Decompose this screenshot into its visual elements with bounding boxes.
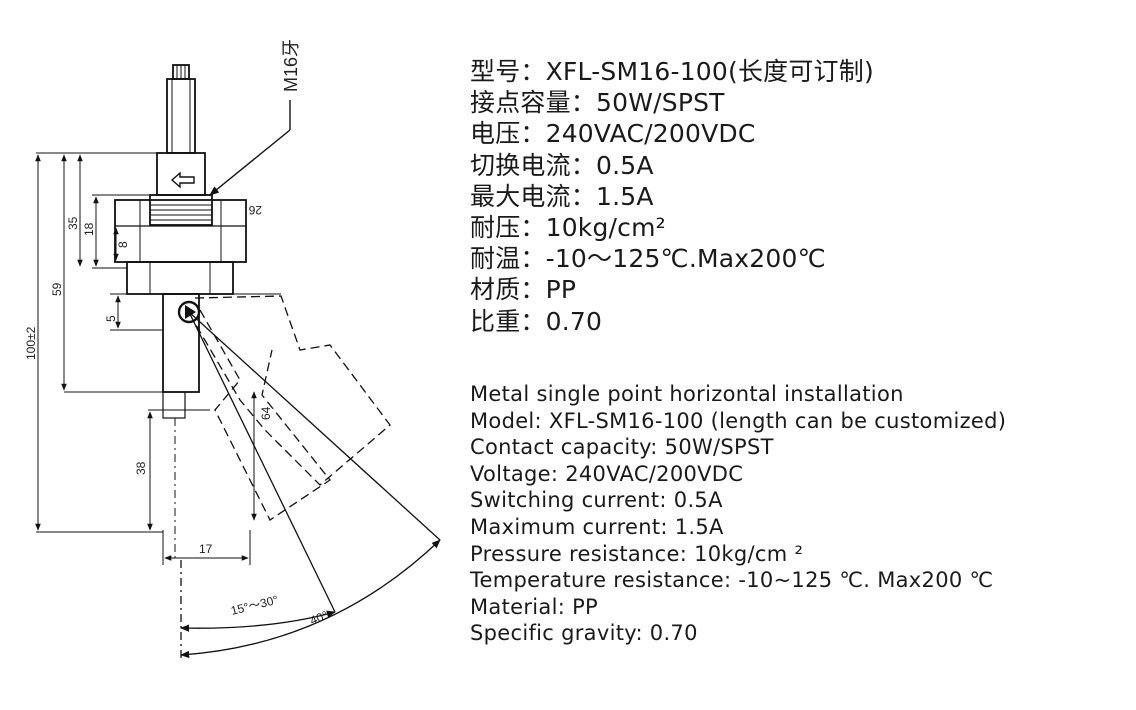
spec-line: Material: PP [470,594,598,619]
spec-line: Maximum current: 1.5A [470,514,724,539]
dim-38: 38 [134,461,148,475]
spec-line: 切换电流：0.5A [470,150,654,180]
swing-arcs [180,311,441,660]
spec-line: Model: XFL-SM16-100 (length can be custo… [470,408,1007,433]
angle-switching: 15°～30° [229,593,279,618]
angle-max: 40° [308,608,330,628]
spec-list-chinese: 型号：XFL-SM16-100(长度可订制) 接点容量：50W/SPST 电压：… [470,56,874,337]
spec-line: 耐压：10kg/cm² [470,213,666,243]
dim-17: 17 [199,542,213,556]
dim-total: 100±2 [24,326,38,360]
dimension-lines [35,152,281,565]
spec-line: 接点容量：50W/SPST [470,88,725,118]
spec-line: 最大电流：1.5A [470,181,654,211]
spec-line: Temperature resistance: -10~125 ℃. Max20… [470,568,994,593]
spec-line: Specific gravity: 0.70 [470,621,698,646]
spec-line: Switching current: 0.5A [470,488,723,513]
float-swing-outline [194,295,391,521]
dim-5: 5 [104,315,118,322]
spec-list-english: Metal single point horizontal installati… [470,381,1006,647]
dim-8: 8 [116,241,130,248]
flow-arrow-icon [170,171,195,189]
spec-line: 电压：240VAC/200VDC [470,119,756,149]
spec-line: Pressure resistance: 10kg/cm ² [470,541,804,566]
float-switch-drawing: M16牙 26 100±2 59 35 18 8 5 64 38 17 [24,39,441,660]
dim-64: 64 [259,406,273,420]
hex-size-label: 26 [248,203,262,217]
spec-line: Metal single point horizontal installati… [470,382,904,406]
dim-18: 18 [82,222,96,236]
spec-line: 比重：0.70 [470,306,603,336]
thread-label: M16牙 [281,39,301,92]
spec-line: 耐温：-10～125℃.Max200℃ [470,244,826,274]
dim-35: 35 [66,216,80,230]
spec-line: 材质：PP [470,275,577,305]
spec-line: 型号：XFL-SM16-100(长度可订制) [470,57,874,86]
spec-line: Contact capacity: 50W/SPST [470,435,774,460]
spec-line: Voltage: 240VAC/200VDC [470,461,744,486]
dimension-labels: 100±2 59 35 18 8 5 64 38 17 15°～30° 40° [24,216,330,627]
switch-body [114,64,247,560]
thread-callout [209,100,291,196]
dim-59: 59 [50,282,64,296]
